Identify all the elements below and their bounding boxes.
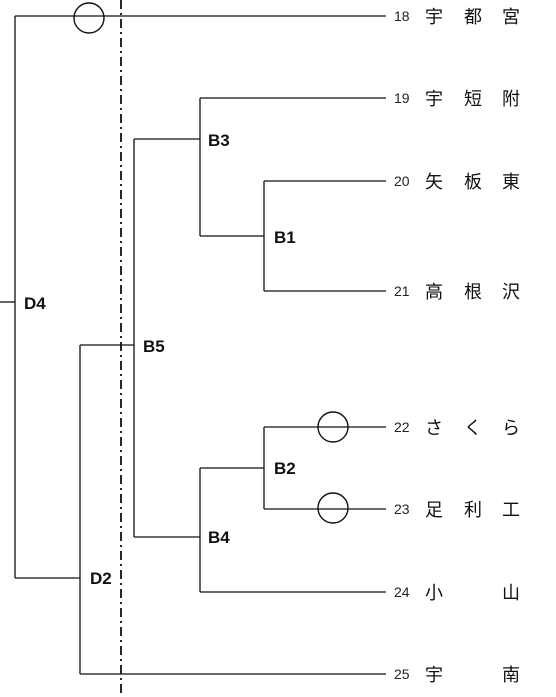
svg-text:足: 足 (425, 500, 443, 521)
circle-mark-18 (73, 2, 105, 34)
match-label-b1: B1 (274, 228, 296, 247)
svg-text:東: 東 (502, 172, 520, 193)
seed-19: 19 (394, 90, 410, 106)
svg-text:短: 短 (464, 89, 482, 110)
svg-text:山: 山 (502, 583, 520, 604)
svg-text:宇: 宇 (425, 7, 443, 28)
svg-text:板: 板 (464, 172, 482, 193)
svg-text:ら: ら (502, 418, 520, 439)
svg-text:根: 根 (464, 282, 482, 303)
svg-text:沢: 沢 (502, 282, 520, 303)
svg-text:都: 都 (464, 7, 482, 28)
circle-mark-23 (317, 492, 349, 524)
seed-18: 18 (394, 8, 410, 24)
match-label-b4: B4 (208, 528, 230, 547)
seed-21: 21 (394, 283, 410, 299)
team-name-20: 矢 板 東 (425, 172, 520, 193)
team-name-24: 小 山 (425, 583, 520, 604)
match-label-b5: B5 (143, 337, 165, 356)
circle-mark-22 (317, 411, 349, 443)
team-name-25: 宇 南 (425, 665, 520, 686)
team-name-23: 足 利 工 (425, 500, 520, 521)
seed-20: 20 (394, 173, 410, 189)
match-label-b3: B3 (208, 131, 230, 150)
seed-22: 22 (394, 419, 410, 435)
seed-24: 24 (394, 584, 410, 600)
svg-text:附: 附 (502, 89, 520, 110)
team-name-21: 高 根 沢 (425, 282, 520, 303)
team-name-18: 宇 都 宮 (425, 7, 520, 28)
team-name-22: さ く ら (425, 418, 520, 439)
match-label-b2: B2 (274, 459, 296, 478)
svg-text:南: 南 (502, 665, 520, 686)
seed-25: 25 (394, 666, 410, 682)
svg-text:矢: 矢 (425, 172, 443, 193)
match-label-d4: D4 (24, 294, 46, 313)
svg-text:宇: 宇 (425, 89, 443, 110)
svg-text:工: 工 (502, 500, 520, 521)
match-label-d2: D2 (90, 569, 112, 588)
svg-text:利: 利 (464, 500, 482, 521)
match-b3-connector (134, 98, 201, 236)
team-name-19: 宇 短 附 (425, 89, 520, 110)
match-d2-connector (15, 345, 81, 674)
svg-text:宮: 宮 (502, 7, 520, 28)
svg-text:高: 高 (425, 282, 443, 303)
svg-text:小: 小 (425, 583, 443, 604)
svg-text:さ: さ (425, 418, 443, 439)
match-d4-connector (0, 16, 16, 578)
seed-23: 23 (394, 501, 410, 517)
match-b2-connector (200, 427, 265, 509)
match-b5-connector (80, 139, 135, 537)
svg-text:く: く (464, 418, 482, 439)
svg-text:宇: 宇 (425, 665, 443, 686)
match-b4-connector (134, 468, 201, 592)
match-b1-connector (200, 181, 265, 291)
